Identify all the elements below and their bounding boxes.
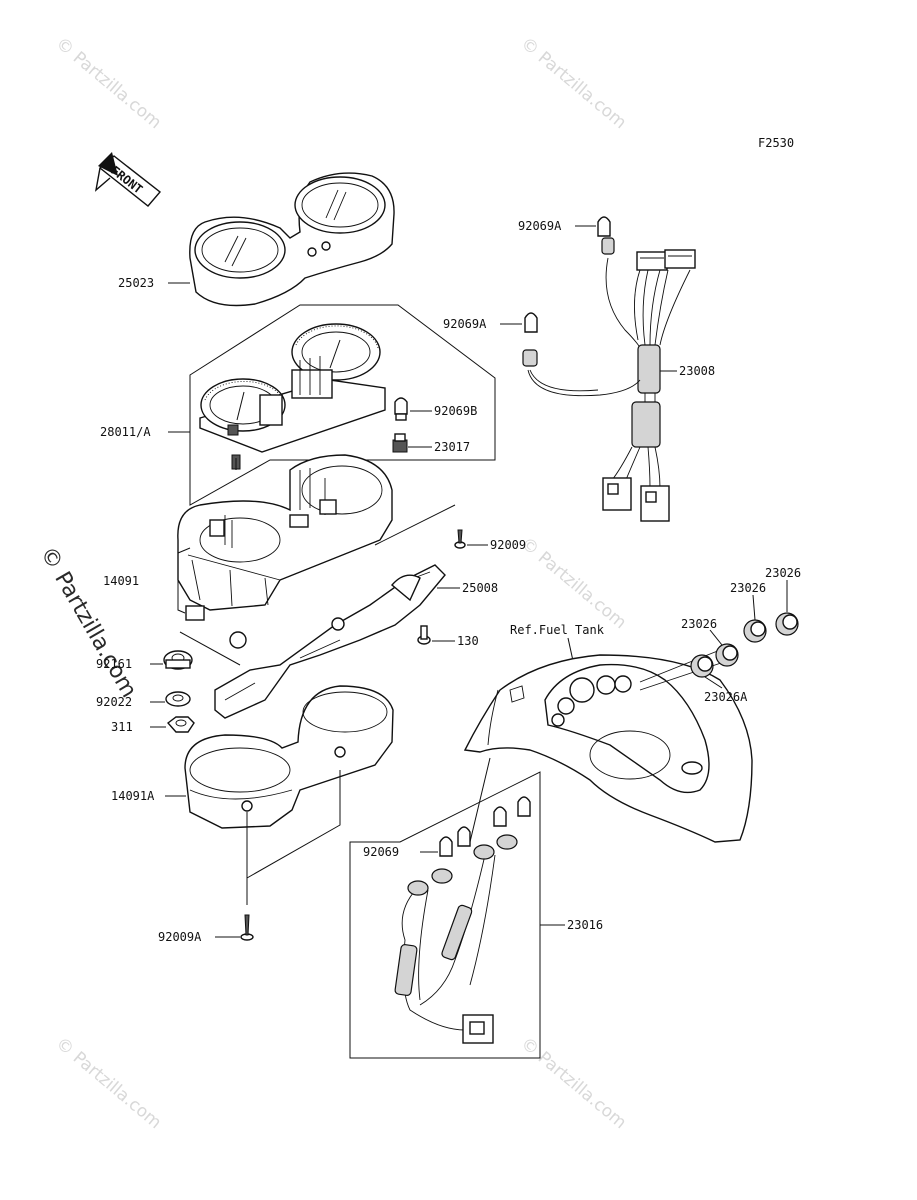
bulb-92069a-mid: [524, 312, 538, 333]
watermark-top-right: © Partzilla.com: [517, 34, 630, 134]
collar-92022: [165, 691, 191, 707]
label-92009: 92009: [490, 538, 526, 552]
watermark-bottom-right: © Partzilla.com: [517, 1034, 630, 1134]
label-92022: 92022: [96, 695, 132, 709]
harness-23008: [522, 237, 696, 522]
meter-case-14091: [177, 454, 393, 621]
screw-92009a: [240, 914, 254, 941]
sub-harness-box: [349, 771, 541, 1059]
label-14091a: 14091A: [111, 789, 155, 803]
label-92069a-top: 92069A: [518, 219, 562, 233]
bracket-25008: [214, 564, 446, 719]
label-92069: 92069: [363, 845, 399, 859]
label-14091: 14091: [103, 574, 139, 588]
nut-311: [166, 716, 195, 733]
label-311: 311: [111, 720, 133, 734]
bulb-92069a-top: [597, 216, 611, 237]
label-92161: 92161: [96, 657, 132, 671]
label-92069a-mid: 92069A: [443, 317, 487, 331]
label-23026-c: 23026: [681, 617, 717, 631]
watermark-bottom-left: © Partzilla.com: [52, 1034, 165, 1134]
grommet-92161: [163, 650, 193, 670]
label-130: 130: [457, 634, 479, 648]
cap-23026-mid: [743, 619, 767, 643]
gauge-assembly-28011a: [199, 323, 386, 470]
figure-code: F2530: [758, 136, 794, 150]
sub-harness-23016: [394, 796, 531, 1044]
ref-fuel-tank: Ref.Fuel Tank: [510, 623, 605, 637]
label-23017: 23017: [434, 440, 470, 454]
fuel-tank-outline: [463, 649, 753, 843]
label-25008: 25008: [462, 581, 498, 595]
bulb-92069b: [394, 397, 408, 421]
lower-cover-14091a: [184, 685, 394, 829]
socket-23017: [392, 433, 408, 453]
watermark-mid-right: © Partzilla.com: [517, 534, 630, 634]
label-23026-b: 23026: [730, 581, 766, 595]
label-23026a: 23026A: [704, 690, 748, 704]
label-23016: 23016: [567, 918, 603, 932]
watermark-side: © Partzilla.com: [35, 543, 142, 703]
cap-23026a: [690, 654, 714, 678]
meter-assembly-box: [189, 304, 496, 506]
bolt-130: [417, 625, 431, 645]
label-28011a: 28011/A: [100, 425, 151, 439]
label-92009a: 92009A: [158, 930, 202, 944]
screw-92009: [454, 529, 466, 549]
cap-23026-low: [715, 643, 739, 667]
meter-cover-25023: [189, 172, 395, 307]
label-23008: 23008: [679, 364, 715, 378]
label-92069b: 92069B: [434, 404, 477, 418]
cap-23026-top: [775, 612, 799, 636]
watermark-top-left: © Partzilla.com: [52, 34, 165, 134]
front-arrow: FRONT: [94, 152, 162, 207]
label-25023: 25023: [118, 276, 154, 290]
label-23026-a: 23026: [765, 566, 801, 580]
